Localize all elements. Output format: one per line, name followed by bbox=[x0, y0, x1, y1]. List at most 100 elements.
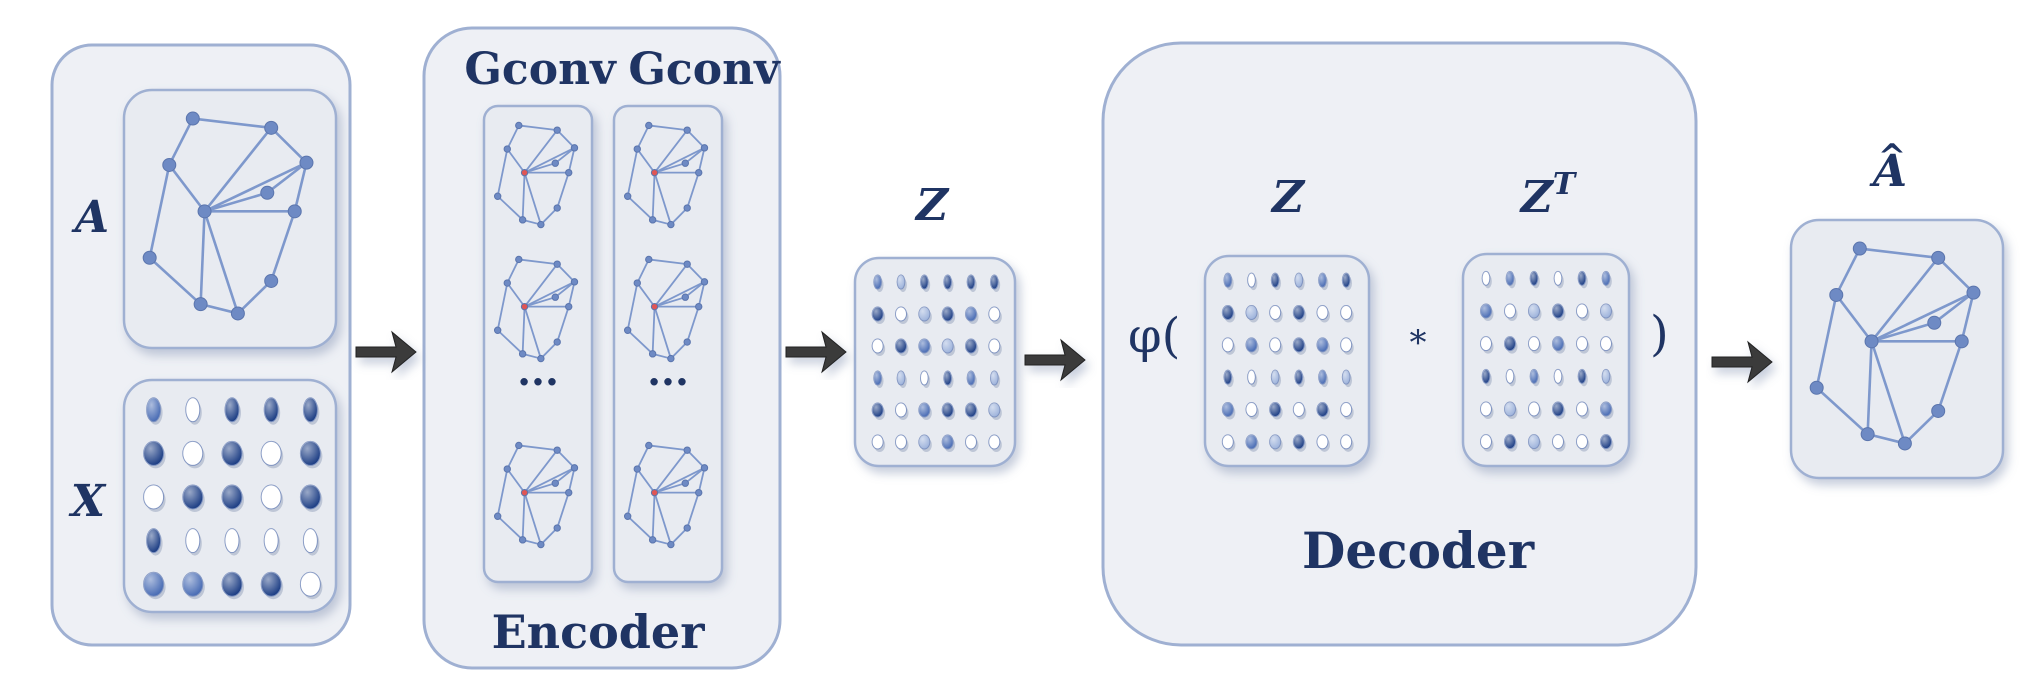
decoder-zt-matrix-dot-shine bbox=[1528, 402, 1540, 416]
decoder-z-matrix-dot-shine bbox=[1271, 273, 1280, 288]
gconv-1-mini-graph-node bbox=[503, 145, 511, 153]
adjacency-graph-node bbox=[193, 297, 208, 312]
gconv-2-mini-graph-edge bbox=[654, 296, 686, 308]
embedding-matrix-dot-shine bbox=[895, 339, 907, 353]
embedding-matrix-dot-shine bbox=[990, 275, 999, 289]
gconv-1-mini-graph-edge bbox=[556, 306, 570, 343]
decoder-z-matrix-dot-shine bbox=[1294, 273, 1303, 288]
decoder-zt-matrix-dot-shine bbox=[1506, 369, 1514, 384]
gconv-2-mini-graph-node bbox=[683, 204, 691, 212]
decoder-zt-matrix-dot-shine bbox=[1600, 402, 1612, 416]
decoder-z-card bbox=[1203, 254, 1371, 468]
reconstructed-graph-edge bbox=[1815, 294, 1838, 389]
embedding-matrix-dot-shine bbox=[988, 307, 1000, 321]
gconv-2-mini-graph-edge bbox=[653, 492, 672, 545]
gconv-1-mini-graph-node bbox=[565, 302, 573, 311]
embedding-matrix-dot-shine bbox=[897, 371, 905, 385]
adjacency-graph-icon bbox=[142, 111, 314, 321]
reconstructed-graph-node bbox=[1954, 334, 1969, 349]
adjacency-graph-edge bbox=[203, 127, 273, 213]
ellipsis-2: ··· bbox=[647, 359, 689, 406]
gconv-1-mini-graph-node bbox=[570, 464, 579, 472]
gconv-2-mini-graph-node bbox=[667, 354, 675, 363]
decoder-z-matrix-dot-shine bbox=[1318, 273, 1327, 288]
gconv-2-mini-graph-node bbox=[650, 302, 659, 311]
gconv-1-mini-graph-edge bbox=[506, 148, 526, 174]
reconstructed-graph-edge bbox=[1859, 247, 1939, 260]
decoder-z-matrix-dot-shine bbox=[1269, 305, 1281, 320]
decoder-zt-matrix-dot-shine bbox=[1600, 304, 1612, 318]
gconv-2-mini-graph-edge bbox=[636, 259, 650, 284]
adjacency-label: A bbox=[71, 192, 109, 243]
decoder-z-matrix-dot-shine bbox=[1269, 434, 1281, 449]
reconstructed-card bbox=[1789, 218, 2005, 480]
reconstructed-graph-node bbox=[1829, 287, 1844, 302]
embedding-matrix-dot-shine bbox=[943, 275, 952, 289]
adjacency-graph-node bbox=[197, 204, 212, 219]
decoder-z-matrix-dot-shine bbox=[1246, 305, 1257, 320]
gconv-2-mini-graph-node bbox=[681, 293, 689, 301]
gconv-2-mini-graph-edge bbox=[636, 282, 656, 308]
gconv-1-mini-graph-edge bbox=[540, 207, 558, 226]
decoder-zt-matrix-dot-shine bbox=[1528, 304, 1540, 318]
gconv-2-mini-graph-edge bbox=[653, 449, 688, 494]
decoder-zt-label: ZT bbox=[1519, 167, 1578, 223]
features-matrix-dot-shine bbox=[261, 485, 282, 509]
gconv-2-mini-graph-node bbox=[645, 121, 653, 130]
embedding-matrix-dot-shine bbox=[965, 339, 977, 353]
features-matrix-dot-shine bbox=[264, 397, 279, 422]
decoder-zt-matrix-dot-shine bbox=[1506, 271, 1514, 286]
gconv-1-mini-graph-edge bbox=[524, 467, 575, 494]
decoder-z-matrix-dot-shine bbox=[1271, 370, 1280, 385]
decoder-zt-matrix-dot-shine bbox=[1554, 271, 1562, 286]
gconv-1-mini-graph-edge bbox=[496, 468, 509, 517]
decoder-zt-matrix-dot-shine bbox=[1578, 369, 1586, 384]
decoder-z-matrix-dot-shine bbox=[1340, 402, 1352, 417]
adjacency-graph-edge bbox=[270, 126, 308, 164]
decoder-z-matrix-dot-shine bbox=[1317, 402, 1328, 417]
embedding-matrix-dot-shine bbox=[988, 339, 1000, 353]
decoder-z-matrix-dot-shine bbox=[1247, 273, 1256, 288]
gconv-1-mini-graph-edge bbox=[521, 492, 526, 540]
features-matrix-dot-shine bbox=[143, 572, 164, 597]
decoder-z-matrix-dot-shine bbox=[1340, 337, 1352, 352]
gconv-1-mini-graph-edge bbox=[518, 444, 558, 452]
gconv-2-mini-graph-edge bbox=[697, 467, 706, 493]
embedding-matrix-icon bbox=[871, 274, 1002, 452]
reconstructed-graph-edge bbox=[1933, 291, 1975, 324]
decoder-zt-matrix-dot-shine bbox=[1552, 434, 1564, 449]
gconv-1-mini-graph-edge bbox=[518, 124, 558, 132]
gconv-1-mini-graph-node bbox=[537, 354, 545, 363]
decoder-zt-base: Z bbox=[1519, 172, 1555, 223]
gconv-2-mini-graph-edge bbox=[670, 341, 688, 360]
decoder-zt-matrix-dot-shine bbox=[1482, 369, 1490, 384]
gconv-1-mini-graph-edge bbox=[540, 527, 558, 546]
gconv-2-mini-graph-edge bbox=[684, 467, 706, 484]
embedding-matrix-dot-shine bbox=[918, 307, 930, 321]
embedding-matrix-dot-shine bbox=[918, 403, 930, 417]
gconv-2-mini-graph-node bbox=[683, 126, 691, 134]
decoder-z-matrix-dot-shine bbox=[1246, 402, 1257, 417]
decoder-zt-card bbox=[1461, 252, 1631, 468]
gconv-2-mini-graph-edge bbox=[627, 195, 654, 221]
gconv-1-mini-graph-node bbox=[551, 159, 559, 167]
gconv-2-mini-graph-node bbox=[633, 279, 641, 287]
gconv-2-mini-graph-edge bbox=[686, 172, 700, 209]
features-matrix-dot-shine bbox=[185, 528, 200, 553]
gconv-1-mini-graph-edge bbox=[518, 258, 558, 266]
adjacency-graph-edge bbox=[204, 191, 268, 213]
decoder-z-matrix-dot-shine bbox=[1246, 434, 1257, 449]
gconv-1-mini-graph-edge bbox=[523, 449, 558, 494]
features-matrix-dot-shine bbox=[143, 441, 164, 466]
decoder-z-matrix-dot-shine bbox=[1269, 402, 1281, 417]
gconv-2-mini-graph-edge bbox=[651, 172, 656, 220]
embedding-matrix-dot-shine bbox=[895, 403, 907, 417]
reconstructed-graph-node bbox=[1897, 436, 1912, 451]
embedding-matrix-dot-shine bbox=[988, 435, 1000, 449]
decoder-zt-matrix-dot-shine bbox=[1482, 271, 1490, 286]
gconv-1-mini-graph-node bbox=[565, 488, 573, 497]
features-matrix-dot-shine bbox=[222, 572, 242, 597]
decoder-z-matrix-dot-shine bbox=[1293, 402, 1305, 417]
decoder-zt-matrix-dot-shine bbox=[1576, 336, 1588, 351]
gconv-2-mini-graph-node bbox=[681, 479, 689, 487]
